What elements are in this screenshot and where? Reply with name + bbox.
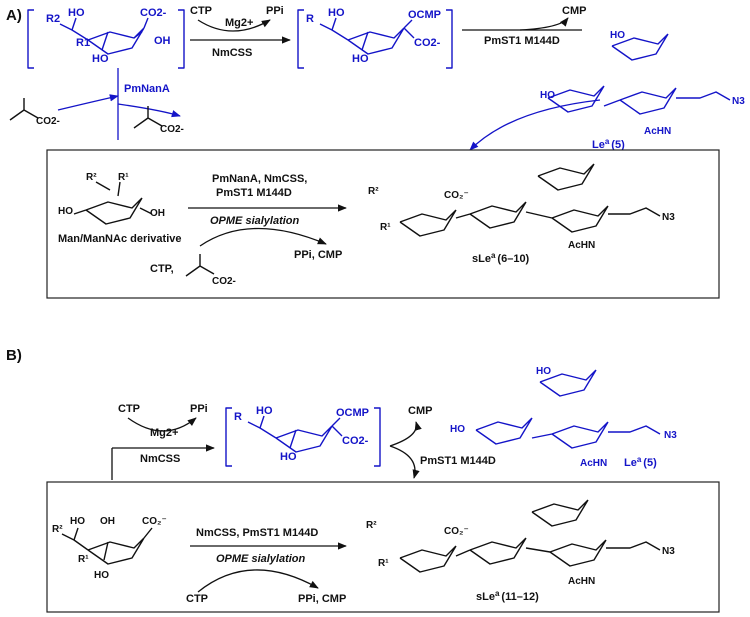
b-enzyme-pmst1: PmST1 M144D xyxy=(420,455,496,467)
lea-oh-2: HO xyxy=(540,90,555,101)
box-a-method: OPME sialylation xyxy=(210,215,300,227)
b-cmp-ho: HO xyxy=(256,405,273,417)
box-b-prod-co2: CO₂⁻ xyxy=(444,526,469,537)
sialic-ho-top: HO xyxy=(68,7,85,19)
panel-a-acceptor-arrow xyxy=(469,99,601,151)
panel-a-box-reactant: R² R¹ HO OH Man/ManNAc derivative xyxy=(58,172,181,245)
box-b-ho: HO xyxy=(70,516,85,527)
cmp-ho: HO xyxy=(328,7,345,19)
lea-n3: N3 xyxy=(732,96,745,107)
sialic-r1: R1 xyxy=(76,37,90,49)
b-cmp-carboxyl: CO2- xyxy=(342,435,369,447)
cmp-carboxyl: CO2- xyxy=(414,37,441,49)
box-a-enzymes-1: PmNanA, NmCSS, xyxy=(212,173,307,185)
panel-a-cmp-sialic-acid: R HO OCMP CO2- HO xyxy=(297,7,453,69)
sialic-ho-bottom: HO xyxy=(92,53,109,65)
box-a-prod-r1: R¹ xyxy=(380,222,391,233)
box-b-prod-r2: R² xyxy=(366,520,377,531)
enzyme-pmnana: PmNanA xyxy=(124,83,170,95)
b-lea-name: Lea(5) xyxy=(624,455,657,469)
panel-a-step-ctp: CTP PPi Mg2+ NmCSS xyxy=(190,5,291,59)
b-lea-ho: HO xyxy=(536,366,551,377)
panel-b-box-product: R² CO₂⁻ R¹ AcHN N3 sLea(11–12) xyxy=(366,499,675,603)
b-cofactor-ctp: CTP xyxy=(118,403,140,415)
box-a-cofactors: CTP, xyxy=(150,263,174,275)
cmp-ho-bottom: HO xyxy=(352,53,369,65)
b-cmp-ocmp: OCMP xyxy=(336,407,369,419)
box-a-prod-n3: N3 xyxy=(662,212,675,223)
panel-b-cmp-sialic-acid: R HO OCMP CO2- HO xyxy=(225,405,381,467)
b-lea-ho-2: HO xyxy=(450,424,465,435)
box-b-prod-name: sLea(11–12) xyxy=(476,589,539,603)
box-b-byproducts: PPi, CMP xyxy=(298,593,346,605)
lea-oh: HO xyxy=(610,30,625,41)
sialic-r2: R2 xyxy=(46,13,60,25)
panel-b-step-ctp: CTP PPi Mg2+ NmCSS xyxy=(111,403,215,480)
panel-a-lea-acceptor: HO HO AcHN N3 Lea(5) xyxy=(540,30,745,151)
panel-a-aldolase-step: PmNanA CO2- CO2- xyxy=(9,68,184,140)
panel-b-box-conditions: NmCSS, PmST1 M144D OPME sialylation CTP … xyxy=(186,527,347,605)
box-a-enzymes-2: PmST1 M144D xyxy=(216,187,292,199)
box-a-ho: HO xyxy=(58,206,73,217)
b-cmp-r2: R xyxy=(234,411,242,423)
box-b-ho-2: HO xyxy=(94,570,109,581)
box-a-oh: OH xyxy=(150,208,165,219)
box-a-pyruvate: CO2- xyxy=(212,276,236,287)
box-b-prod-acnh: AcHN xyxy=(568,576,595,587)
panel-b-step-sialyltransferase: CMP PmST1 M144D xyxy=(389,405,496,479)
metal-mg: Mg2+ xyxy=(225,17,253,29)
sialic-carboxyl: CO2- xyxy=(140,7,167,19)
pyruvate-carboxyl-2: CO2- xyxy=(160,124,184,135)
box-b-method: OPME sialylation xyxy=(216,553,306,565)
b-enzyme-nmcss: NmCSS xyxy=(140,453,180,465)
box-b-oh: OH xyxy=(100,516,115,527)
box-b-r2: R² xyxy=(52,524,63,535)
panel-a-label: A) xyxy=(6,7,22,24)
box-a-r1: R¹ xyxy=(118,172,129,183)
box-a-prod-r2: R² xyxy=(368,186,379,197)
panel-a-box-conditions: PmNanA, NmCSS, PmST1 M144D OPME sialylat… xyxy=(150,173,347,287)
byproduct-cmp: CMP xyxy=(562,5,586,17)
panel-a-step-sialyltransferase: PmST1 M144D CMP xyxy=(462,5,586,47)
enzyme-nmcss: NmCSS xyxy=(212,47,252,59)
box-b-co2: CO₂⁻ xyxy=(142,516,167,527)
b-byproduct-cmp: CMP xyxy=(408,405,432,417)
enzyme-pmst1: PmST1 M144D xyxy=(484,35,560,47)
box-b-r1: R¹ xyxy=(78,554,89,565)
panel-b-lea-acceptor: HO HO AcHN N3 Lea(5) xyxy=(450,366,677,469)
cofactor-ppi: PPi xyxy=(266,5,284,17)
box-a-prod-name: sLea(6–10) xyxy=(472,251,530,265)
panel-b-box-reactant: R² HO OH CO₂⁻ R¹ HO xyxy=(52,516,167,581)
b-metal-mg: Mg2+ xyxy=(150,427,178,439)
box-b-prod-r1: R¹ xyxy=(378,558,389,569)
b-cmp-ho-bottom: HO xyxy=(280,451,297,463)
pyruvate-carboxyl: CO2- xyxy=(36,116,60,127)
box-b-enzymes: NmCSS, PmST1 M144D xyxy=(196,527,318,539)
box-a-prod-co2: CO₂⁻ xyxy=(444,190,469,201)
box-a-byproducts: PPi, CMP xyxy=(294,249,342,261)
b-cofactor-ppi: PPi xyxy=(190,403,208,415)
lea-acnh: AcHN xyxy=(644,126,671,137)
cofactor-ctp: CTP xyxy=(190,5,212,17)
panel-a-sialic-acid: R2 HO R1 HO CO2- OH xyxy=(27,7,185,69)
box-a-reactant-name: Man/ManNAc derivative xyxy=(58,233,181,245)
panel-b-box xyxy=(46,481,720,613)
box-a-r2: R² xyxy=(86,172,97,183)
b-lea-acnh: AcHN xyxy=(580,458,607,469)
lea-name: Lea(5) xyxy=(592,137,625,151)
box-b-prod-n3: N3 xyxy=(662,546,675,557)
panel-b-label: B) xyxy=(6,347,22,364)
box-a-prod-acnh: AcHN xyxy=(568,240,595,251)
panel-a-box xyxy=(46,149,720,299)
cmp-r2: R xyxy=(306,13,314,25)
panel-a-box-product: R² CO₂⁻ R¹ AcHN N3 sLea(6–10) xyxy=(368,163,675,265)
box-b-cofactor: CTP xyxy=(186,593,208,605)
cmp-ocmp: OCMP xyxy=(408,9,441,21)
sialic-oh: OH xyxy=(154,35,171,47)
b-lea-n3: N3 xyxy=(664,430,677,441)
